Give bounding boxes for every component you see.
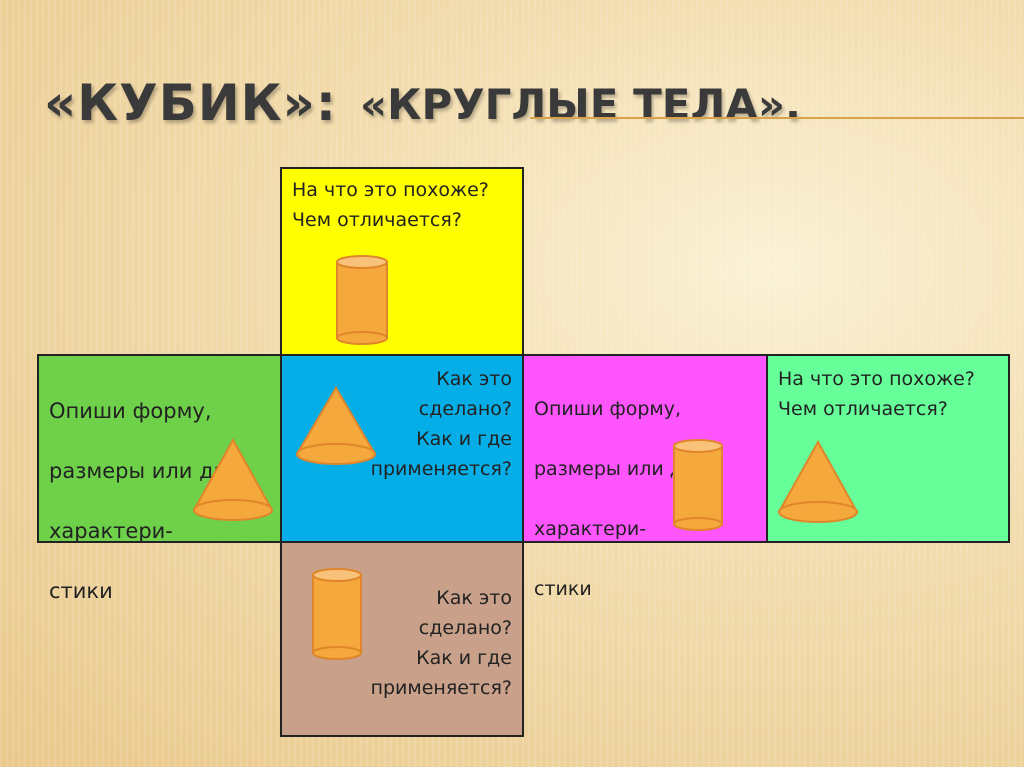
cell-top-text: На что это похоже? Чем отличается?: [292, 179, 489, 231]
cell-bottom-text: Как это сделано? Как и где применяется?: [370, 587, 512, 699]
title-round-bodies: «КРУГЛЫЕ ТЕЛА».: [360, 80, 801, 129]
cell-left-line: Опиши форму,: [49, 399, 212, 423]
cell-left: Опиши форму, размеры или др. характери- …: [37, 354, 282, 603]
cone-icon: [295, 386, 377, 465]
cell-right-text: На что это похоже? Чем отличается?: [778, 368, 975, 420]
cell-center-text: Как это сделано? Как и где применяется?: [370, 368, 512, 480]
cell-pink-line: стики: [534, 578, 592, 600]
title-divider: [530, 117, 1024, 119]
cell-top: На что это похоже? Чем отличается?: [280, 167, 524, 356]
cell-pink-line: Опиши форму,: [534, 398, 682, 420]
cylinder-icon: [312, 568, 362, 660]
cell-bottom: Как это сделано? Как и где применяется?: [280, 541, 524, 737]
cell-right: На что это похоже? Чем отличается?: [766, 354, 1010, 543]
cell-left-line: стики: [49, 579, 113, 603]
title-cube: «КУБИК»:: [44, 74, 337, 132]
cone-icon: [192, 438, 274, 521]
cell-center: Как это сделано? Как и где применяется?: [280, 354, 524, 543]
cone-icon: [777, 440, 859, 523]
cylinder-icon: [336, 255, 388, 345]
cylinder-icon: [673, 439, 723, 531]
cell-left-line: характери-: [49, 519, 173, 543]
cell-pink-line: характери-: [534, 518, 647, 540]
cell-pink: Опиши форму, размеры или др. характери- …: [522, 354, 768, 600]
